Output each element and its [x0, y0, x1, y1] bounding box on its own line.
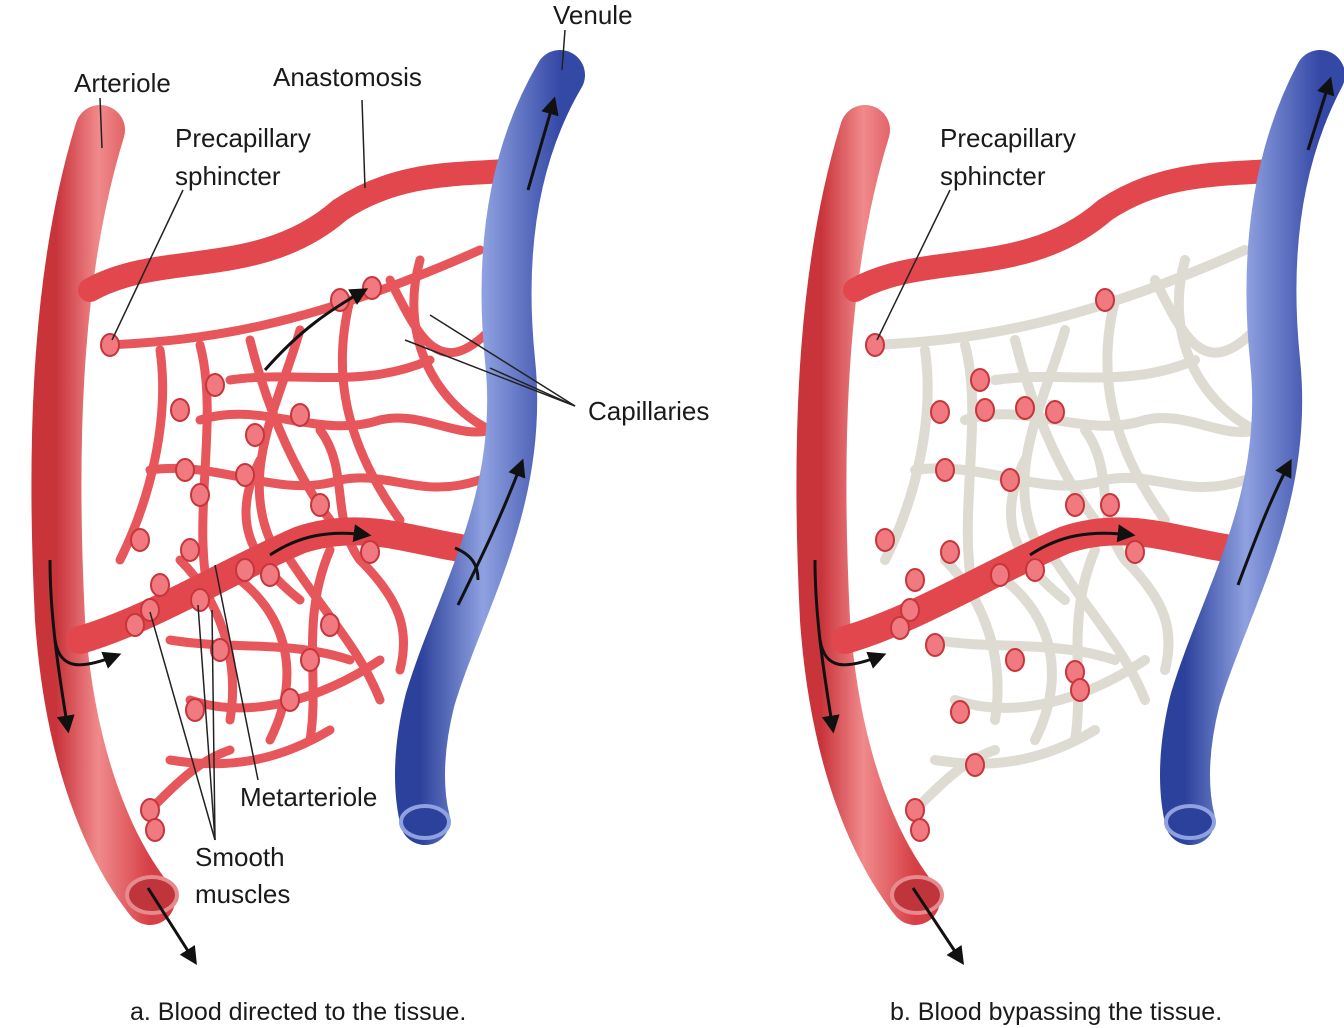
label-smooth-muscles-line1: Smooth: [195, 842, 285, 872]
label-smooth-muscles-line2: muscles: [195, 879, 290, 909]
label-metarteriole: Metarteriole: [240, 782, 377, 812]
caption-b: b. Blood bypassing the tissue.: [890, 998, 1222, 1026]
anastomosis-vessel-b: [855, 170, 1285, 290]
label-precapillary-sphincter-b-line1: Precapillary: [940, 123, 1076, 153]
caption-a: a. Blood directed to the tissue.: [130, 998, 466, 1026]
label-capillaries: Capillaries: [588, 396, 709, 426]
label-precapillary-sphincter-line2: sphincter: [175, 161, 281, 191]
label-anastomosis: Anastomosis: [273, 62, 422, 92]
anastomosis-vessel-a: [90, 170, 520, 290]
label-arteriole: Arteriole: [74, 68, 171, 98]
venule-opening-b: [1166, 806, 1214, 838]
label-precapillary-sphincter-line1: Precapillary: [175, 123, 311, 153]
panel-b: Precapillary sphincter b. Blood bypassin…: [815, 75, 1330, 1026]
label-precapillary-sphincter-b-line2: sphincter: [940, 161, 1046, 191]
label-venule: Venule: [553, 0, 633, 30]
panel-a: Venule Arteriole Anastomosis Precapillar…: [50, 0, 709, 1026]
venule-opening-a: [401, 806, 449, 838]
